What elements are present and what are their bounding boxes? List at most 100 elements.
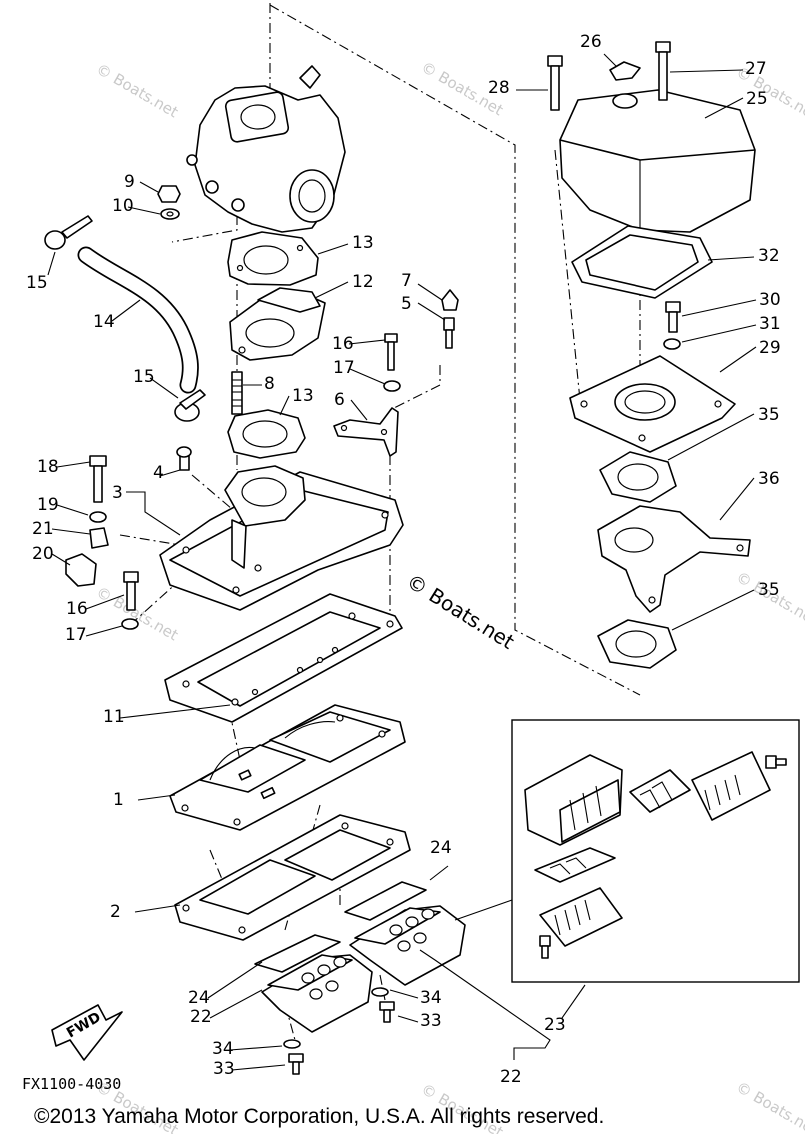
sensor-parts (333, 289, 459, 457)
callout-15: 15 (133, 367, 155, 387)
callout-23: 23 (544, 1015, 566, 1035)
spacer-plate-1 (169, 704, 406, 831)
callout-6: 6 (334, 390, 345, 410)
brand-watermark: © Boats.net (402, 569, 518, 654)
callout-31: 31 (759, 314, 781, 334)
leader-line (429, 865, 449, 881)
leader-line (134, 904, 181, 913)
callout-1: 1 (113, 790, 124, 810)
callout-22: 22 (500, 1067, 522, 1087)
leader-line (209, 989, 263, 1019)
inset-connector (454, 899, 513, 921)
nut-washer (157, 185, 181, 220)
leader-line (231, 1064, 286, 1071)
callout-20: 20 (32, 544, 54, 564)
callout-9: 9 (124, 172, 135, 192)
gasket-2 (174, 814, 411, 941)
leader-line (127, 206, 161, 215)
reed-valves (254, 881, 466, 1075)
leader-line (417, 302, 446, 321)
forward-arrow-icon: FWD (51, 1004, 123, 1061)
left-small-parts (65, 446, 192, 630)
leader-line (85, 625, 123, 637)
gasket-11 (164, 593, 403, 723)
callout-35: 35 (758, 405, 780, 425)
callout-3: 3 (112, 483, 123, 503)
copyright-notice: ©2013 Yamaha Motor Corporation, U.S.A. A… (34, 1105, 604, 1128)
leader-line (417, 283, 443, 301)
callout-7: 7 (401, 271, 412, 291)
figure-code: FX1100-4030 (22, 1075, 121, 1093)
callout-27: 27 (745, 59, 767, 79)
leader-line (681, 324, 757, 343)
gasket-13-lower (227, 409, 306, 459)
leader-line (603, 53, 617, 67)
callout-13: 13 (352, 233, 374, 253)
leader-line (85, 594, 125, 610)
leader-line (51, 553, 71, 566)
leader-line (314, 281, 349, 299)
bracket-12 (229, 287, 326, 361)
callout-17: 17 (65, 625, 87, 645)
leader-line (126, 491, 181, 536)
leader-line (707, 256, 755, 261)
leader-line (704, 97, 744, 119)
leader-line (389, 989, 419, 999)
callout-35: 35 (758, 580, 780, 600)
leader-line (350, 399, 368, 421)
callout-16: 16 (66, 599, 88, 619)
callout-25: 25 (746, 89, 768, 109)
leader-lines (47, 53, 757, 1071)
callout-10: 10 (112, 196, 134, 216)
leader-line (56, 504, 89, 516)
callout-36: 36 (758, 469, 780, 489)
callout-5: 5 (401, 294, 412, 314)
leader-line (137, 794, 176, 801)
callout-17: 17 (333, 358, 355, 378)
leader-line (149, 377, 179, 399)
detail-inset (511, 719, 800, 983)
callout-30: 30 (759, 290, 781, 310)
leader-line (119, 704, 231, 719)
callout-19: 19 (37, 495, 59, 515)
leader-line (317, 243, 349, 255)
leader-line (561, 984, 586, 1019)
leader-line (669, 69, 744, 73)
callout-14: 14 (93, 312, 115, 332)
callout-12: 12 (352, 272, 374, 292)
leader-line (47, 251, 56, 276)
callout-22: 22 (190, 1007, 212, 1027)
leader-line (667, 413, 755, 461)
cylinder-assembly (186, 65, 346, 233)
callout-13: 13 (292, 386, 314, 406)
callout-33: 33 (420, 1011, 442, 1031)
leader-line (671, 589, 755, 631)
leader-line (111, 299, 141, 322)
leader-line (349, 368, 386, 385)
callout-28: 28 (488, 78, 510, 98)
callout-34: 34 (212, 1039, 234, 1059)
callout-15: 15 (26, 273, 48, 293)
leader-line (348, 339, 386, 345)
hose (44, 215, 206, 422)
leader-line (681, 299, 757, 317)
callout-8: 8 (264, 374, 275, 394)
leader-line (229, 1045, 283, 1051)
callout-33: 33 (213, 1059, 235, 1079)
leader-line (139, 181, 159, 193)
leader-line (719, 477, 755, 521)
callout-24: 24 (188, 988, 210, 1008)
gasket-13-upper (227, 231, 319, 286)
callout-32: 32 (758, 246, 780, 266)
callout-4: 4 (153, 463, 164, 483)
callout-26: 26 (580, 32, 602, 52)
stud-8 (231, 371, 243, 415)
callout-29: 29 (759, 338, 781, 358)
watermark: © Boats.net (93, 60, 181, 121)
callout-18: 18 (37, 457, 59, 477)
leader-line (207, 961, 263, 999)
air-box-assembly (547, 41, 756, 669)
callout-16: 16 (332, 334, 354, 354)
